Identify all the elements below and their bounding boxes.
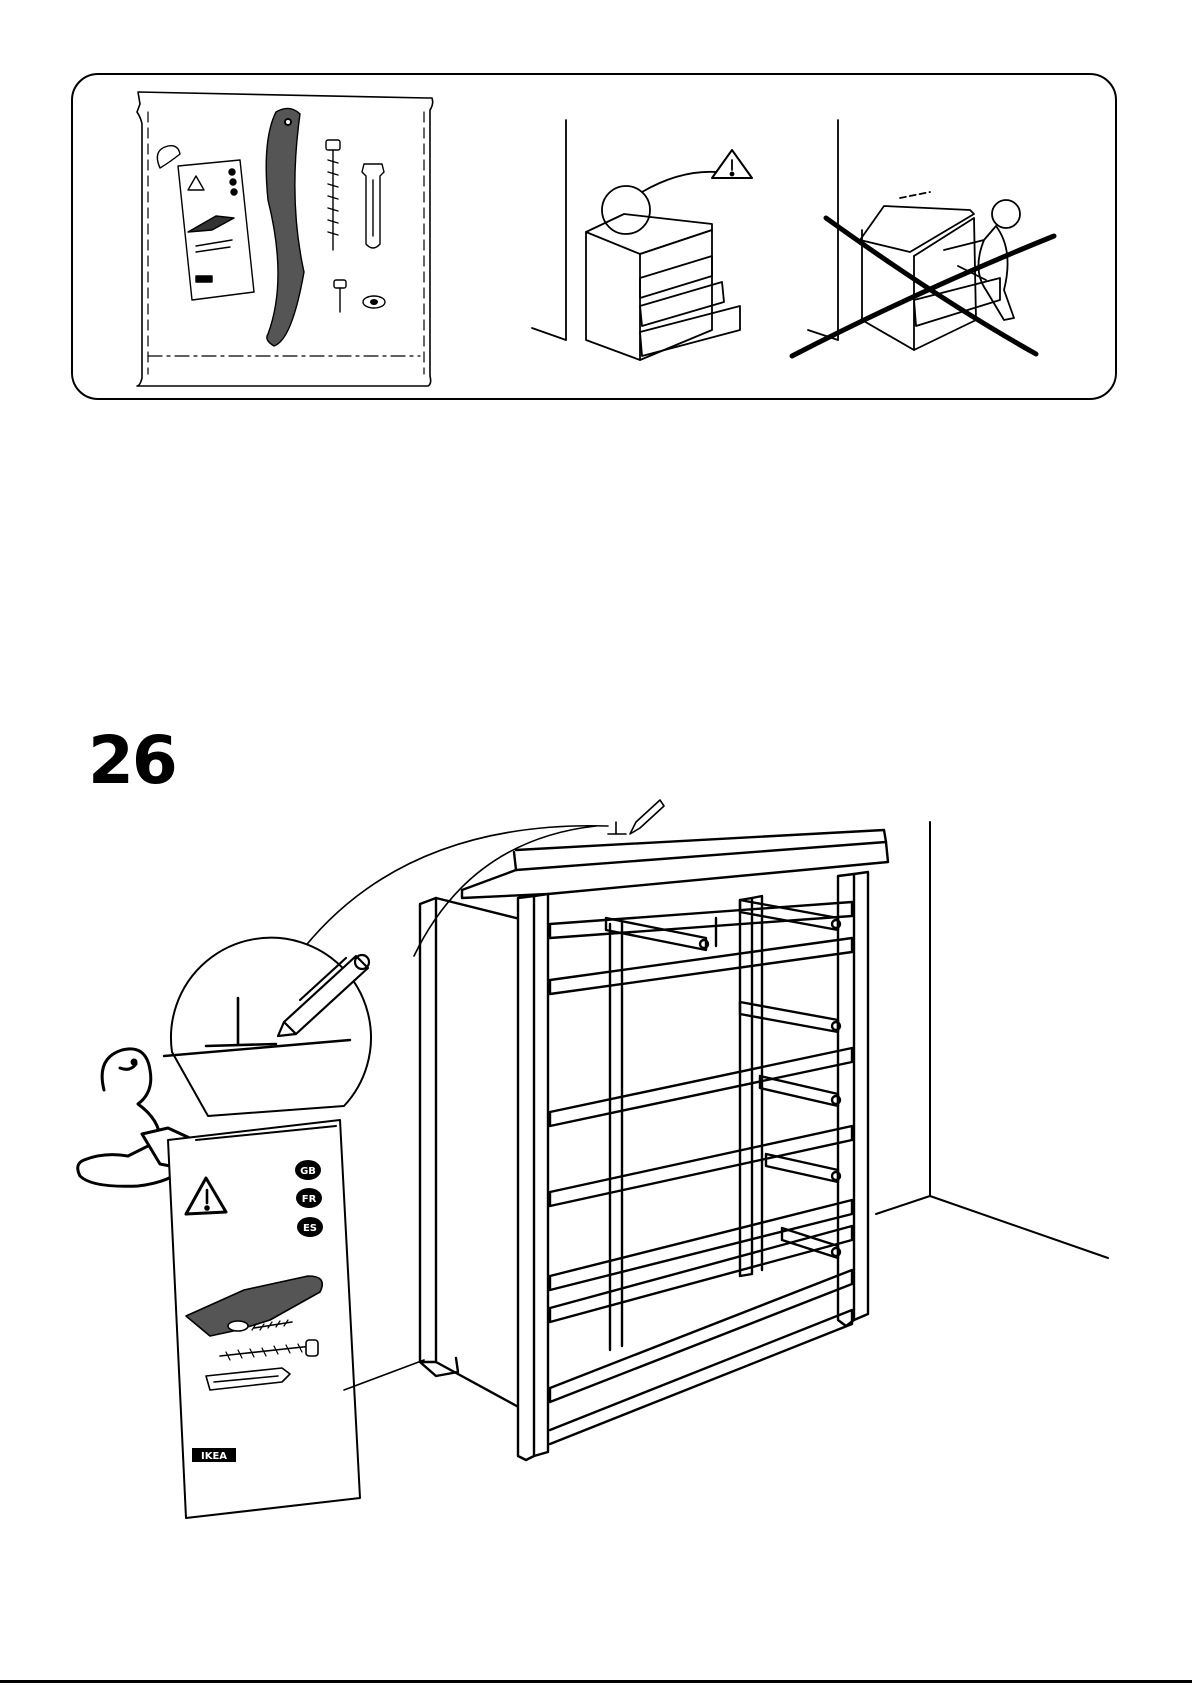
instruction-booklet: GB FR ES bbox=[168, 1120, 424, 1518]
zoom-circle bbox=[602, 186, 650, 234]
warning-triangle-icon bbox=[188, 176, 204, 190]
language-label: GB bbox=[300, 1166, 316, 1177]
panel-frame bbox=[72, 74, 1116, 399]
dresser-frame bbox=[420, 830, 888, 1460]
safety-panel bbox=[0, 0, 1192, 420]
hardware-bag bbox=[137, 92, 433, 386]
zoom-detail bbox=[164, 938, 372, 1116]
step-illustration: GB FR ES bbox=[0, 560, 1192, 1660]
wall-strap bbox=[266, 108, 304, 346]
incorrect-climbing-illustration bbox=[792, 120, 1054, 356]
mini-booklet bbox=[157, 146, 254, 300]
short-screw bbox=[334, 280, 346, 312]
correct-dresser-illustration bbox=[532, 120, 752, 360]
pencil-icon bbox=[608, 800, 664, 834]
brand-logo: IKEA bbox=[192, 1448, 236, 1462]
page-bottom-rule bbox=[0, 1680, 1192, 1683]
language-badge-fr: FR bbox=[296, 1188, 322, 1208]
long-screw bbox=[326, 140, 340, 250]
svg-text:IKEA: IKEA bbox=[201, 1451, 227, 1462]
language-label: FR bbox=[302, 1194, 317, 1205]
room-corner bbox=[876, 822, 1108, 1258]
child-head bbox=[992, 200, 1020, 228]
language-badge-gb: GB bbox=[295, 1160, 321, 1180]
language-badge-es: ES bbox=[297, 1217, 323, 1237]
prohibited-cross-icon bbox=[792, 236, 1054, 356]
language-label: ES bbox=[303, 1223, 317, 1234]
wall-plug bbox=[362, 164, 384, 248]
